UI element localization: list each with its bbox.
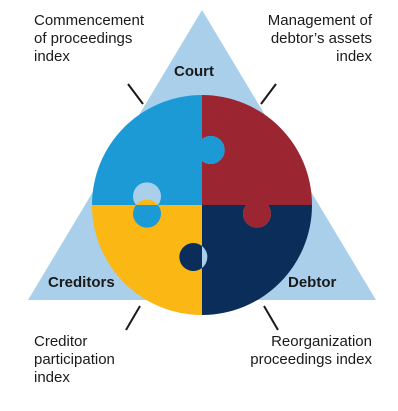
puzzle-piece-top-left [92,95,202,205]
connector-top-left [127,83,144,105]
index-label-creditor-participation: Creditor participation index [34,333,115,386]
corner-label-debtor: Debtor [288,274,337,291]
puzzle-piece-bottom-left [92,199,202,315]
connector-top-right [260,83,277,105]
puzzle-piece-bottom-right [202,205,312,315]
puzzle-piece-top-right [202,95,312,205]
corner-label-creditors: Creditors [48,274,115,291]
puzzle-tab-blue-down [133,205,161,228]
index-label-management: Management of debtor’s assets index [267,12,372,65]
index-label-reorganization: Reorganization proceedings index [250,333,372,368]
index-label-commencement: Commencement of proceedings index [34,12,145,65]
connector-lines [125,83,279,331]
connector-bottom-right [263,305,279,331]
puzzle-tab-blue [202,136,225,165]
corner-label-court: Court [174,63,214,80]
connector-bottom-left [125,305,141,331]
puzzle-tab-navy [179,243,202,271]
puzzle-tab-red-down [243,205,272,228]
